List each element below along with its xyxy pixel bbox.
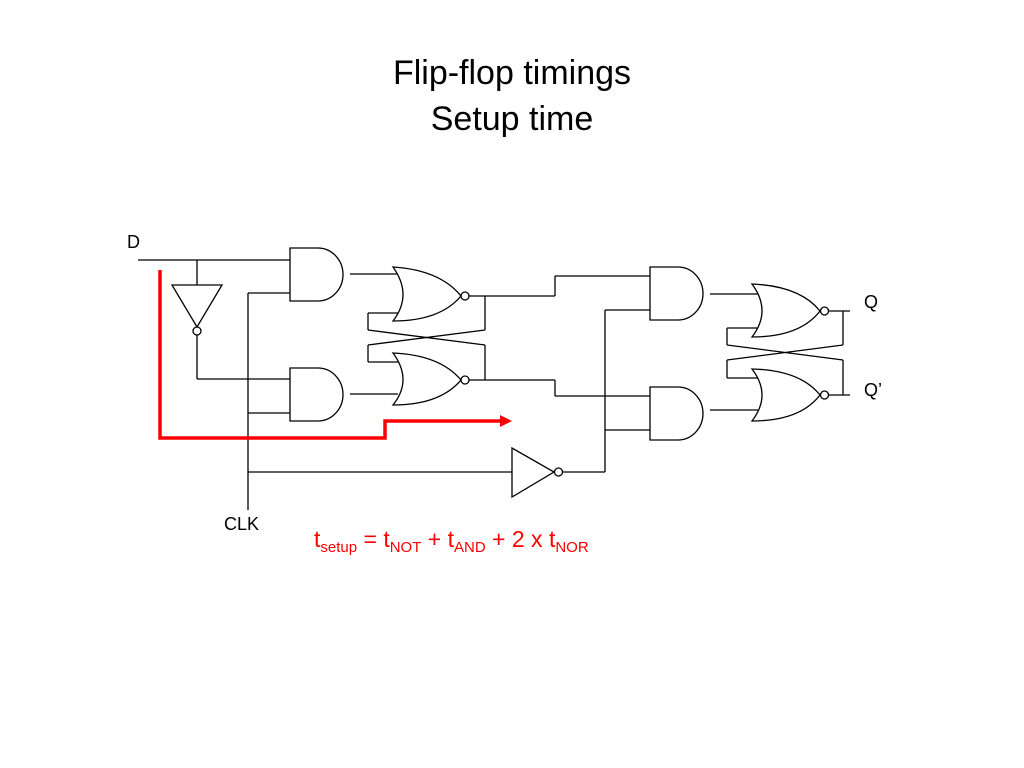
master-nor-gate-bottom (391, 352, 470, 406)
formula-sub-nor: NOR (555, 539, 589, 556)
formula-sub-and: AND (453, 539, 486, 556)
slave-and-gate-top (649, 266, 704, 321)
formula-t-not: t (383, 526, 390, 552)
q-output-label: Q (864, 292, 878, 312)
master-nor-gate-top (391, 266, 470, 322)
master-latch-wires (350, 273, 555, 395)
formula-sub-not: NOT (389, 539, 422, 556)
title-line-2: Setup time (430, 100, 594, 138)
d-input-label: D (127, 232, 140, 252)
formula-plus-1: + (421, 526, 448, 552)
master-and-gate-bottom (289, 367, 344, 422)
clock-not-gate (511, 446, 564, 499)
slave-nor-gate-bottom (750, 368, 830, 422)
slave-nor-gate-top (750, 283, 830, 338)
master-and-gate-top (289, 247, 344, 302)
formula-equals: = (357, 526, 384, 552)
formula-t-nor: t (548, 526, 556, 552)
input-not-gate (170, 284, 224, 336)
slave-latch-wires (710, 293, 850, 411)
master-to-slave-wires (554, 275, 650, 473)
input-wires (138, 259, 512, 510)
formula-t-setup: t (314, 526, 321, 552)
slave-and-gate-bottom (649, 386, 704, 441)
critical-path (158, 270, 512, 440)
formula-plus-2: + 2 x (485, 526, 549, 552)
slide-title: Flip-flop timings Setup time (0, 50, 1024, 142)
title-line-1: Flip-flop timings (392, 54, 632, 92)
clk-input-label: CLK (224, 514, 259, 534)
q-bar-output-label: Q’ (864, 380, 882, 400)
setup-time-formula: tsetup = tNOT + tAND + 2 x tNOR (314, 526, 589, 556)
formula-t-and: t (447, 526, 454, 552)
formula-sub-setup: setup (320, 539, 358, 556)
